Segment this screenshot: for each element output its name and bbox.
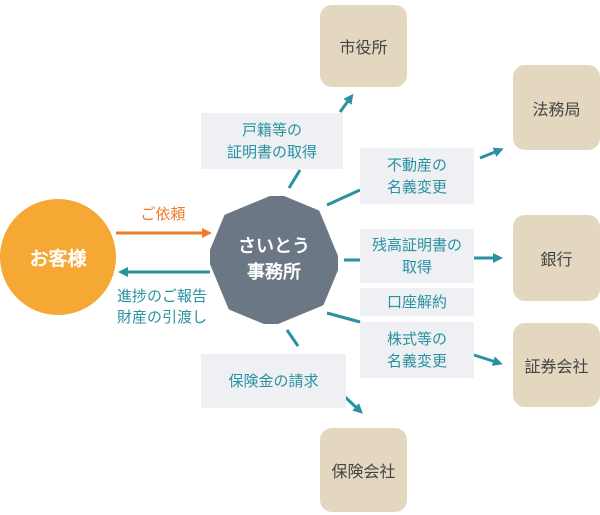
legal-bureau-arrow-tail: [326, 188, 361, 207]
bank-label: 銀行: [540, 250, 573, 269]
bank-box: 銀行: [513, 215, 600, 301]
securities-arrow-tail: [326, 311, 361, 324]
city-hall-arrow-tail: [287, 169, 302, 189]
report-label: 進捗のご報告 財産の引渡し: [116, 287, 207, 326]
securities-arrow-head: [473, 353, 503, 366]
stock-transfer-label: 株式等の 名義変更: [360, 322, 474, 378]
customer-node: お客様: [0, 199, 116, 315]
insurance-box: 保険会社: [320, 428, 407, 512]
city-hall-arrow-head: [338, 93, 354, 113]
insurance-label: 保険会社: [331, 462, 396, 481]
family-register-label: 戸籍等の 証明書の取得: [201, 113, 343, 169]
city-hall-label: 市役所: [339, 38, 388, 57]
balance-certificate-label: 残高証明書の 取得: [360, 229, 474, 283]
legal-bureau-arrow-head: [479, 147, 504, 160]
insurance-claim-label: 保険金の請求: [201, 354, 346, 408]
account-closure-label: 口座解約: [360, 288, 474, 316]
hub-label: さいとう 事務所: [238, 236, 310, 283]
customer-label: お客様: [29, 247, 87, 270]
city-hall-box: 市役所: [320, 5, 407, 87]
request-label: ご依頼: [140, 205, 186, 223]
hub-octagon-shape: [210, 196, 338, 324]
legal-bureau-label: 法務局: [532, 99, 581, 119]
insurance-arrow-tail: [285, 329, 300, 347]
real-estate-transfer-label: 不動産の 名義変更: [360, 148, 474, 204]
securities-box: 証券会社: [513, 323, 600, 407]
legal-bureau-box: 法務局: [513, 65, 600, 150]
securities-label: 証券会社: [524, 357, 589, 376]
hub-node: さいとう 事務所: [210, 196, 338, 324]
